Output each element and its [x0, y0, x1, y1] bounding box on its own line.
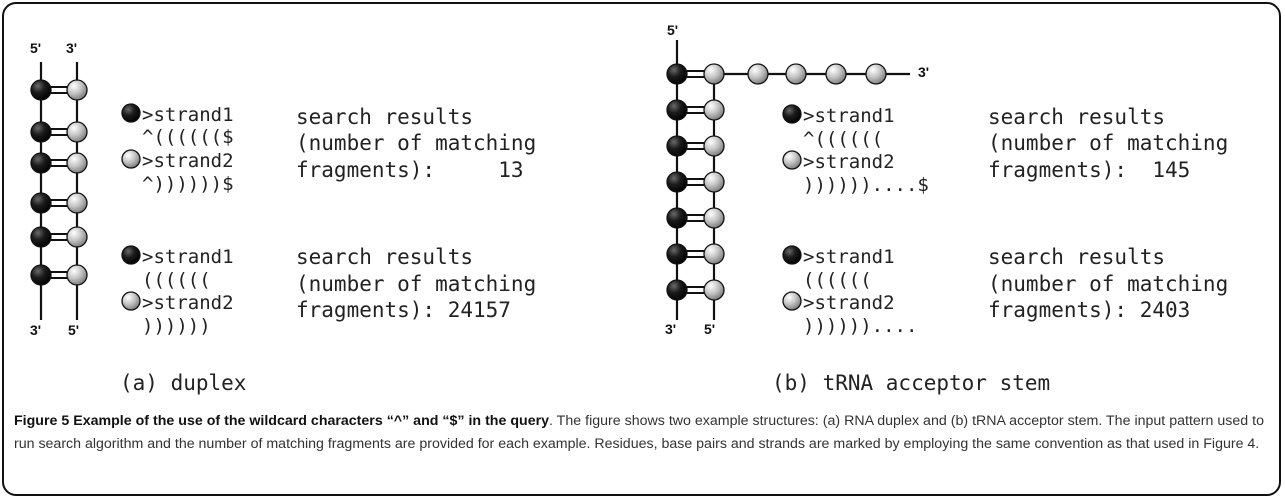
strand1-black-residue-marker: [121, 103, 141, 123]
trna-overhang-residue: [825, 63, 847, 85]
trna-q1-results-line2: (number of matching: [988, 131, 1229, 155]
strand2-grey-residue-marker: [121, 291, 141, 311]
duplex-black-residue: [30, 226, 52, 248]
trna-black-residue: [666, 171, 688, 193]
duplex-q1-results-line2: (number of matching: [296, 131, 537, 155]
duplex-black-residue: [30, 121, 52, 143]
trna-q1-results-line1: search results: [988, 105, 1166, 129]
trna-q2-results-line2: (number of matching: [988, 272, 1229, 296]
duplex-end-label-top-left: 5': [30, 40, 42, 56]
trna-end-label-overhang: 3': [918, 64, 930, 80]
trna-q1-strand1-label: >strand1: [803, 105, 895, 127]
duplex-q1-results-line1: search results: [296, 105, 474, 129]
trna-q1-strand2-label: >strand2: [803, 151, 895, 173]
trna-q2-results-line3: fragments): 2403: [988, 298, 1191, 322]
duplex-q1-strand2-pattern: ^))))))$: [142, 173, 234, 195]
figure-caption: Figure 5 Example of the use of the wildc…: [14, 410, 1264, 456]
duplex-end-label-bottom-left: 3': [30, 322, 42, 338]
strand1-black-residue-marker: [782, 104, 802, 124]
duplex-q2-strand2-label: >strand2: [142, 292, 234, 314]
trna-end-label-bottom-right: 5': [704, 321, 716, 337]
trna-black-residue: [666, 207, 688, 229]
trna-end-label-bottom-left: 3': [665, 321, 677, 337]
duplex-q2-strand1-label: >strand1: [142, 246, 234, 268]
trna-end-label-top-left: 5': [667, 22, 679, 38]
duplex-black-residue: [30, 79, 52, 101]
trna-grey-residue: [703, 135, 725, 157]
caption-body: . The figure shows two example structure…: [14, 413, 1264, 452]
trna-overhang-residue: [747, 63, 769, 85]
duplex-q1-strand1-pattern: ^(((((($: [142, 126, 234, 148]
duplex-q1-strand2-label: >strand2: [142, 150, 234, 172]
duplex-subcaption: (a) duplex: [120, 371, 247, 395]
trna-grey-residue: [703, 243, 725, 265]
trna-black-residue: [666, 135, 688, 157]
query-residue-markers: [121, 103, 802, 311]
duplex-black-residue: [30, 192, 52, 214]
trna-black-residue: [666, 63, 688, 85]
trna-overhang-residue: [865, 63, 887, 85]
duplex-q2-results-line2: (number of matching: [296, 272, 537, 296]
trna-grey-residue: [703, 63, 725, 85]
trna-grey-residue: [703, 171, 725, 193]
strand2-grey-residue-marker: [782, 291, 802, 311]
trna-q2-strand2-pattern: ))))))....: [803, 315, 918, 337]
duplex-grey-residue: [66, 79, 88, 101]
trna-q2-strand2-label: >strand2: [803, 292, 895, 314]
strand1-black-residue-marker: [121, 245, 141, 265]
duplex-grey-residue: [66, 226, 88, 248]
trna-q2-strand1-pattern: ((((((: [803, 269, 872, 291]
trna-q1-strand2-pattern: ))))))....$: [803, 174, 929, 196]
trna-q1-strand1-pattern: ^((((((: [803, 128, 884, 150]
duplex-black-residue: [30, 264, 52, 286]
strand2-grey-residue-marker: [121, 149, 141, 169]
duplex-q1-strand1-label: >strand1: [142, 104, 234, 126]
duplex-q2-strand2-pattern: )))))): [142, 315, 211, 337]
trna-grey-residue: [703, 99, 725, 121]
trna-black-residue: [666, 279, 688, 301]
caption-figure-label: Figure 5: [14, 413, 70, 429]
trna-grey-residue: [703, 207, 725, 229]
trna-subcaption: (b) tRNA acceptor stem: [772, 371, 1051, 395]
trna-overhang-residue: [785, 63, 807, 85]
trna-q2-results-line1: search results: [988, 245, 1166, 269]
duplex-end-label-top-right: 3': [66, 40, 78, 56]
duplex-q1-results-line3: fragments): 13: [296, 158, 524, 182]
duplex-q2-strand1-pattern: ((((((: [142, 269, 211, 291]
trna-q2-strand1-label: >strand1: [803, 246, 895, 268]
trna-q1-results-line3: fragments): 145: [988, 158, 1191, 182]
duplex-grey-residue: [66, 192, 88, 214]
duplex-black-residue: [30, 152, 52, 174]
trna-black-residue: [666, 99, 688, 121]
duplex-grey-residue: [66, 264, 88, 286]
duplex-q2-results-line3: fragments): 24157: [296, 298, 511, 322]
trna-acceptor-stem-structure: [666, 40, 910, 320]
trna-black-residue: [666, 243, 688, 265]
strand1-black-residue-marker: [782, 245, 802, 265]
duplex-end-label-bottom-right: 5': [68, 322, 80, 338]
trna-grey-residue: [703, 279, 725, 301]
duplex-q2-results-line1: search results: [296, 245, 474, 269]
duplex-grey-residue: [66, 121, 88, 143]
strand2-grey-residue-marker: [782, 150, 802, 170]
caption-title: Example of the use of the wildcard chara…: [73, 413, 549, 429]
duplex-structure: [30, 62, 88, 320]
duplex-grey-residue: [66, 152, 88, 174]
